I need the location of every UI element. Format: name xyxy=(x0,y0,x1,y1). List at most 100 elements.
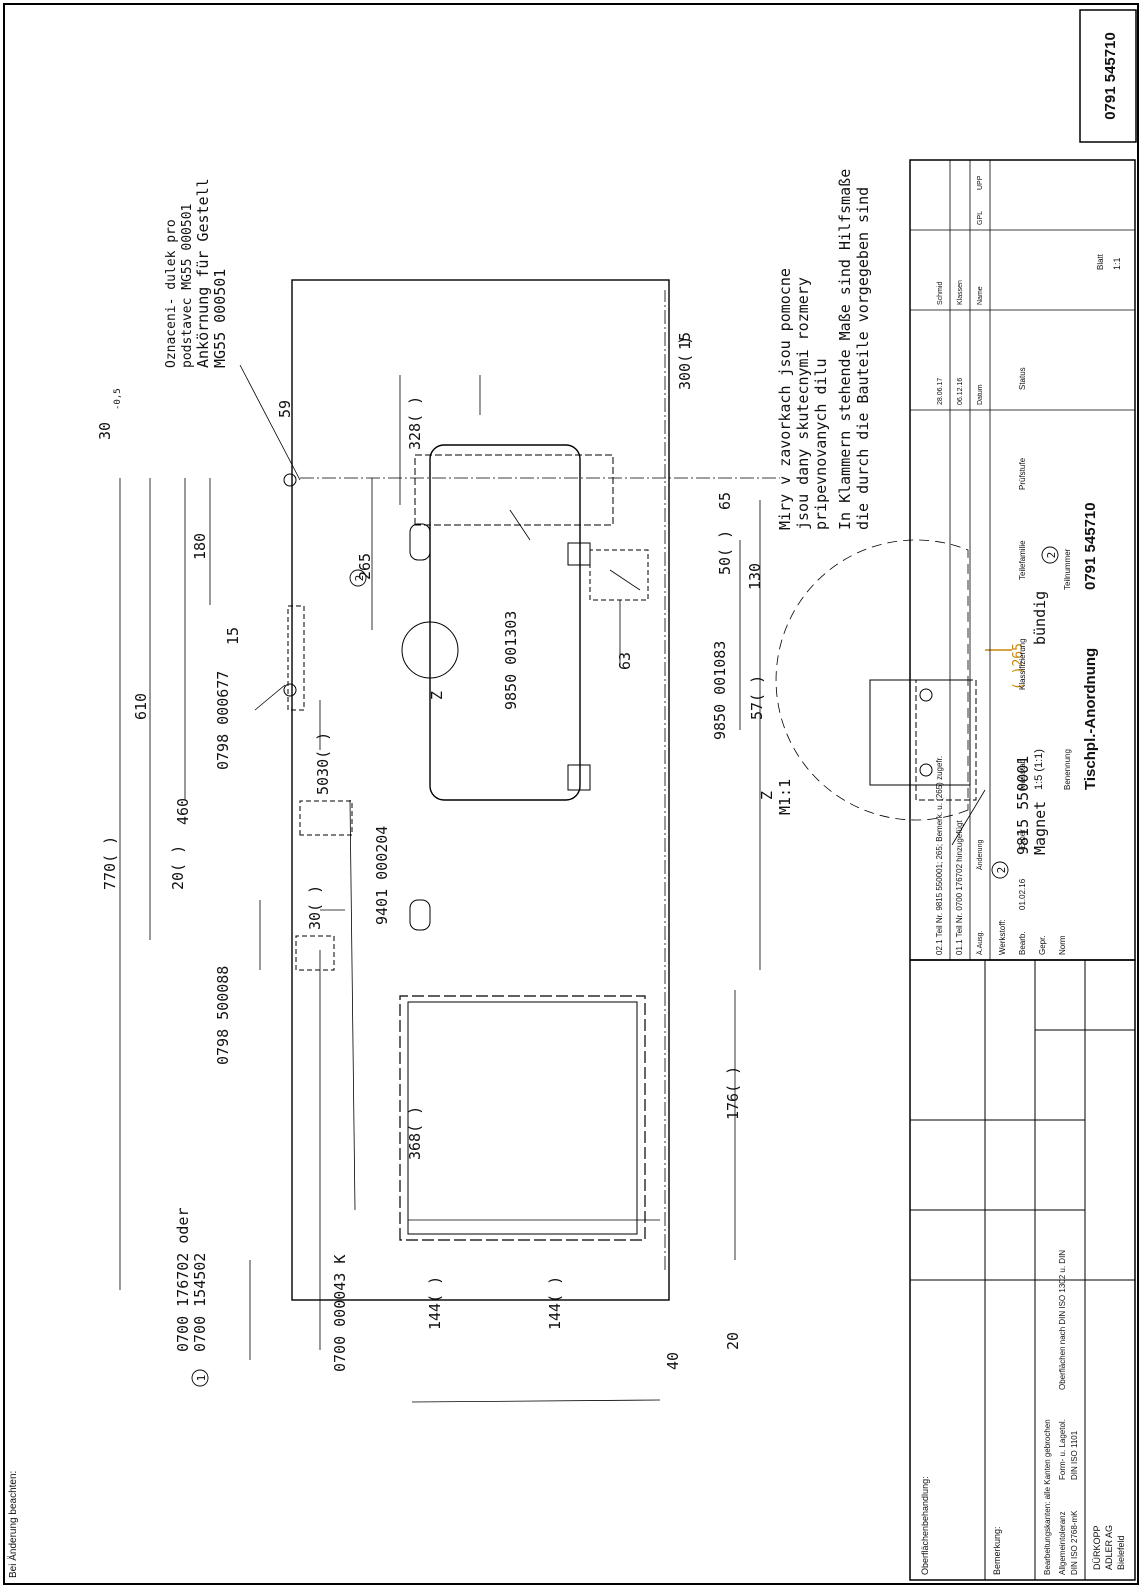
tb-classification: Klassifizierung xyxy=(1018,638,1027,690)
part-magnet-no: 9815 550001 xyxy=(1014,756,1032,855)
tb-name-label: Benennung xyxy=(1063,749,1072,790)
dim-15a: 15 xyxy=(676,332,694,350)
note-reference-5: die durch die Bauteile vorgegeben sind xyxy=(854,187,872,530)
tb-scale-label: Maßstab xyxy=(1018,758,1027,790)
part-500088: 0798 500088 xyxy=(214,966,232,1065)
title-block: Blatt 1:1 Oberflächenbehandlung: Bemerku… xyxy=(920,175,1126,1575)
dim-610: 610 xyxy=(132,693,150,720)
corner-notch-right xyxy=(567,542,591,566)
dim-130: 130 xyxy=(746,563,764,590)
slot-lower xyxy=(409,899,431,931)
hole-001083 xyxy=(589,549,649,601)
tb-status: Status xyxy=(1018,367,1027,390)
dim-5030: 5030( ) xyxy=(314,732,332,795)
tb-remark: Bemerkung: xyxy=(992,1526,1002,1575)
note-reference-4: In Klammern stehende Maße sind Hilfsmaße xyxy=(836,169,854,530)
detail-flush: bündig xyxy=(1031,591,1049,645)
dim-50b: 50( ) xyxy=(716,530,734,575)
tb-rev1: 01.1 Teil Nr. 0700 176702 hinzugefügt xyxy=(955,820,964,955)
tb-drawn-date: 01.02.16 xyxy=(1018,878,1027,910)
sheet-border xyxy=(3,3,1139,1585)
tb-company-2: ADLER AG xyxy=(1104,1525,1114,1570)
note-reference-1: Miry v zavorkach jsou pomocne xyxy=(776,268,794,530)
balloon-1-circle xyxy=(191,1369,209,1387)
dimension-lines xyxy=(119,375,761,1403)
part-001083: 9850 001083 xyxy=(711,641,729,740)
tb-company-1: DÜRKOPP xyxy=(1092,1525,1102,1570)
tb-form-tol: Form- u. Lagetol. xyxy=(1058,1419,1067,1480)
part-plate-k: 0700 000043 K xyxy=(331,1255,349,1372)
detail-z-ref: Z xyxy=(428,691,446,700)
balloon-2-detail: 2 xyxy=(1045,552,1058,559)
part-001303: 9850 001303 xyxy=(502,611,520,710)
tb-checked: Gepr. xyxy=(1038,935,1047,955)
drawing-number: 0791 545710 xyxy=(1102,32,1119,120)
note-center-punch-1: Oznaceni- dulek pro xyxy=(164,219,179,368)
dim-176: 176( ) xyxy=(724,1066,742,1120)
part-000204: 9401 000204 xyxy=(373,826,391,925)
tb-rev1-date: 06.12.16 xyxy=(957,378,964,405)
dim-144b: 144( ) xyxy=(546,1276,564,1330)
detail-screw-b xyxy=(919,763,933,777)
tb-hdr-change: Ä.Ausg. xyxy=(976,930,984,955)
cutout-plate-k xyxy=(399,995,646,1241)
tb-surface-std: Oberflächen nach DIN ISO 1302 u. DIN xyxy=(1058,1250,1067,1390)
leader-lines xyxy=(239,364,641,1360)
dim-770: 770( ) xyxy=(101,836,119,890)
part-top-plate-a: 0700 176702 oder xyxy=(174,1208,192,1353)
tb-sheet-value: 1:1 xyxy=(1112,257,1122,270)
dim-15b: 15 xyxy=(224,627,242,645)
dim-65: 65 xyxy=(716,492,734,510)
tb-surface: Oberflächenbehandlung: xyxy=(920,1476,930,1575)
hole-000677 xyxy=(287,605,305,711)
tb-sheet-label: Blatt xyxy=(1096,253,1105,270)
tb-part-family: Teilefamilie xyxy=(1018,540,1027,580)
tb-test-level: Prüfstufe xyxy=(1018,457,1027,490)
tb-hdr-text: Änderung xyxy=(976,840,984,870)
detail-magnet xyxy=(915,679,977,801)
tb-hdr-date: Datum xyxy=(977,384,984,405)
hole-500088 xyxy=(295,935,335,971)
dim-180: 180 xyxy=(191,533,209,560)
tb-scale-value: 1:5 (1:1) xyxy=(1033,749,1045,790)
dim-30-tolerance: -0,5 xyxy=(113,388,123,410)
part-top-plate-b: 0700 154502 xyxy=(191,1253,209,1352)
note-center-punch-2: podstavec MG55 000501 xyxy=(180,204,195,368)
dim-20: 20( ) xyxy=(169,845,187,890)
dim-30b: 30( ) xyxy=(306,885,324,930)
dim-368: 368( ) xyxy=(406,1106,424,1160)
dim-59: 59 xyxy=(276,400,294,418)
tb-norm: Norm xyxy=(1058,935,1067,955)
hole-001303 xyxy=(414,454,614,526)
dim-30-top: 30 xyxy=(96,422,114,440)
note-reference-3: pripevnovanych dilu xyxy=(812,358,830,530)
dim-328: 328( ) xyxy=(406,396,424,450)
detail-z-outline xyxy=(775,539,969,821)
tb-rev2-name: Schmid xyxy=(937,282,944,305)
tb-drawn: Bearb. xyxy=(1018,931,1027,955)
balloon-2-magnet: 2 xyxy=(995,867,1008,874)
tb-general-tol-std: DIN ISO 2768-mK xyxy=(1070,1510,1079,1575)
tb-part-no-value: 0791 545710 xyxy=(1082,502,1099,590)
table-plate-outline xyxy=(291,279,670,1301)
balloon-2: 2 xyxy=(353,575,366,582)
cutout-plate-k-inner xyxy=(407,1001,638,1235)
note-center-punch-4: MG55 000501 xyxy=(211,269,229,368)
rotated-sheet: 0791 545710 Bei Änderung beachten: xyxy=(7,9,1137,1581)
detail-label: Z xyxy=(758,791,776,800)
detail-dim: ( )265 xyxy=(1011,643,1026,690)
part-magnet: Magnet xyxy=(1031,801,1049,855)
detail-scale: M1:1 xyxy=(776,779,794,815)
title-block-frame xyxy=(909,159,1136,1581)
balloon-1: 1 xyxy=(195,1375,208,1382)
slot-upper xyxy=(409,523,431,561)
tb-company-3: Bielefeld xyxy=(1116,1535,1126,1570)
corner-notch-left xyxy=(567,764,591,791)
balloon-2-circle xyxy=(349,569,367,587)
tb-edges: Bearbeitungskanten: alle Kanten gebroche… xyxy=(1043,1419,1052,1575)
edge-note: Bei Änderung beachten: xyxy=(7,1471,19,1578)
hole-000204 xyxy=(299,800,353,836)
tb-drawn-name: Exner xyxy=(1018,829,1027,850)
dim-40: 40 xyxy=(664,1352,682,1370)
